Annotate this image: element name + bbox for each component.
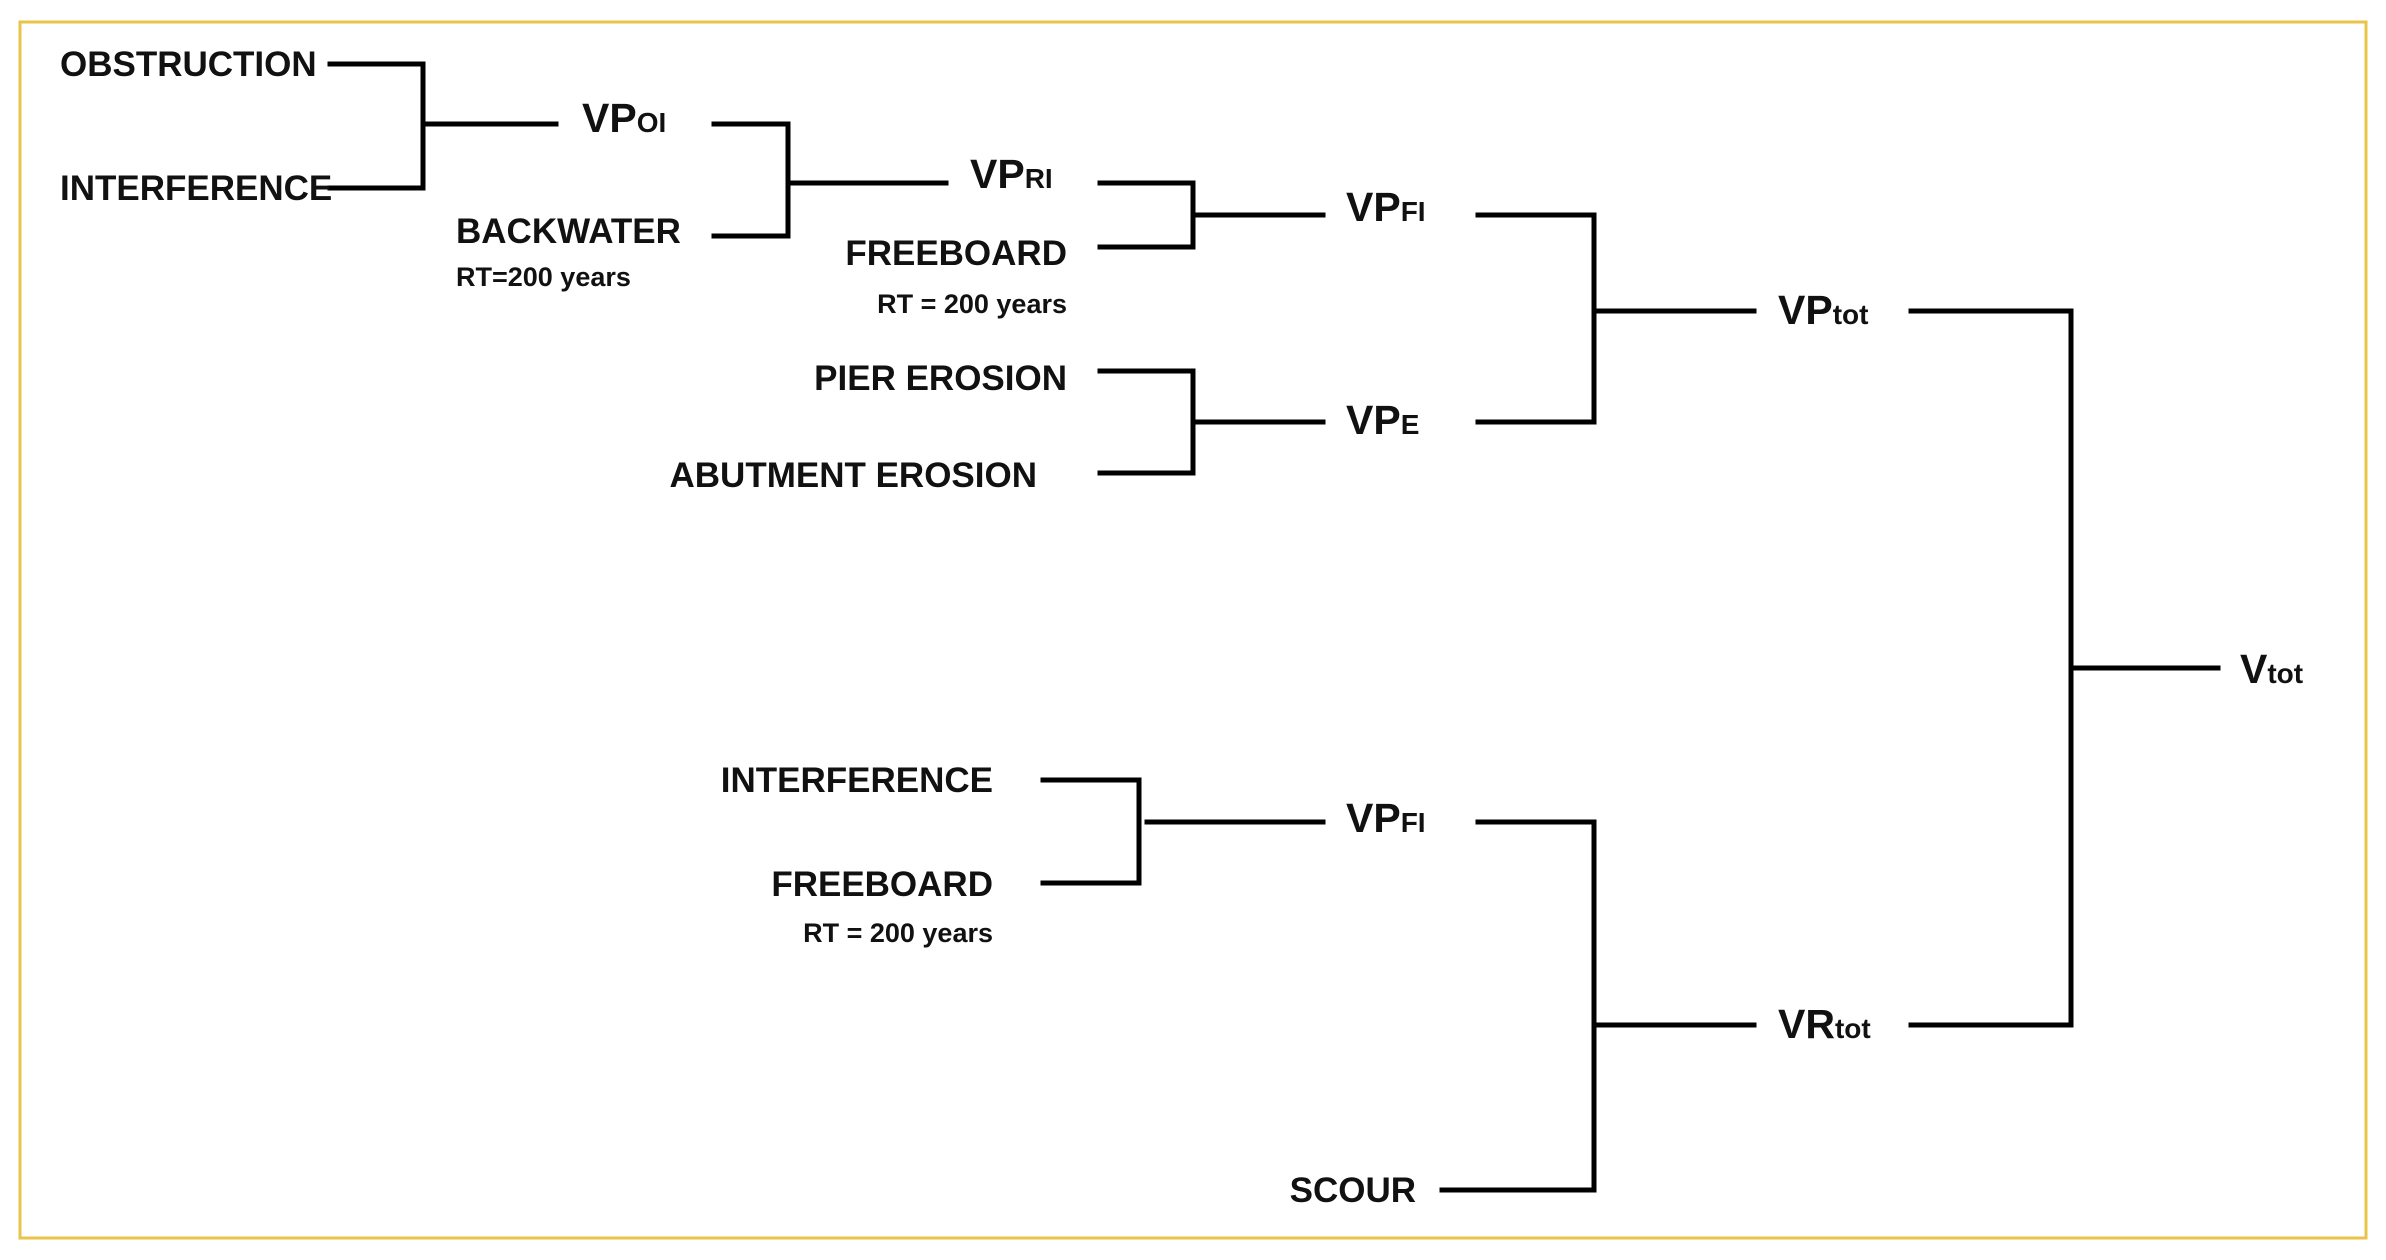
connector-lower-vp-fi-scour [1439,819,1597,1193]
node-v-tot: Vtot [2240,646,2303,692]
label-lower-interference: INTERFERENCE [721,761,993,800]
label-lower-freeboard-rt: RT = 200 years [803,918,993,948]
connector-vp-tot-vr-tot [1908,308,2074,1028]
connector-vp-ri [1097,180,1196,250]
connector-lower-interference [1040,777,1142,886]
label-lower-freeboard: FREEBOARD [771,865,993,904]
label-backwater: BACKWATER [456,212,681,251]
label-scour: SCOUR [1290,1171,1416,1210]
node-vp-tot: VPtot [1778,287,1868,333]
node-vp-fi: VPFI [1346,184,1426,230]
node-vp-oi: VPOI [582,95,666,141]
connector-vp-fi-vp-e [1475,212,1597,425]
connector-obstruction [327,61,426,191]
node-lower-vp-fi: VPFI [1346,795,1426,841]
node-vp-e: VPE [1346,397,1419,443]
label-obstruction: OBSTRUCTION [60,45,317,84]
connector-erosion [1097,368,1196,476]
node-vr-tot: VRtot [1778,1001,1871,1047]
label-freeboard: FREEBOARD [845,234,1067,273]
label-freeboard-rt: RT = 200 years [877,289,1067,319]
node-vp-ri: VPRI [970,151,1053,197]
label-backwater-rt: RT=200 years [456,262,631,292]
connector-vp-oi [711,121,791,239]
label-abutment-erosion: ABUTMENT EROSION [670,456,1038,495]
label-pier-erosion: PIER EROSION [814,359,1067,398]
label-interference: INTERFERENCE [60,169,332,208]
diagram-frame [18,20,2368,1240]
